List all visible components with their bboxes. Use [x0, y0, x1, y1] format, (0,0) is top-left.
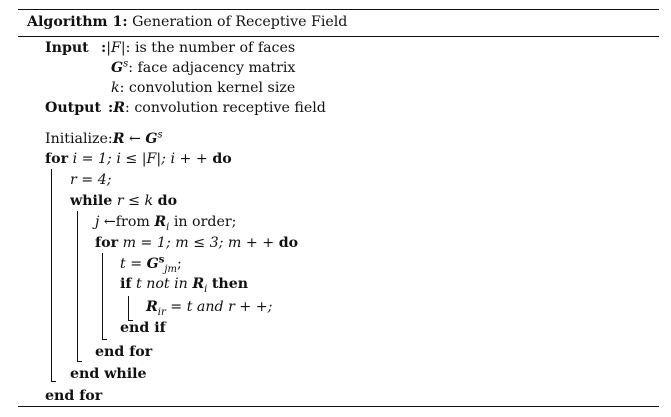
for2-body-tick: [102, 339, 107, 340]
input-line-1: :|F|: is the number of faces: [101, 40, 296, 56]
while-body-bar: [77, 211, 78, 361]
end-if-line: end if: [120, 320, 166, 336]
algorithm-caption: Algorithm 1: Generation of Receptive Fie…: [27, 14, 347, 30]
end-while-line: end while: [70, 366, 147, 382]
output-line: :R: convolution receptive field: [108, 100, 326, 116]
while-body-tick: [77, 361, 82, 362]
end-for-inner-line: end for: [95, 344, 153, 360]
t-assign-line: t = Gsjm;: [120, 254, 182, 275]
faces-symbol: |F|: [106, 40, 126, 56]
r-init-line: r = 4;: [70, 172, 112, 188]
algorithm-label: Algorithm 1:: [27, 14, 128, 30]
for-body-tick: [51, 381, 56, 382]
top-rule: [18, 9, 659, 10]
assign-line: Rir = t and r + +;: [146, 299, 273, 318]
if-body-bar: [128, 296, 129, 320]
bottom-rule: [18, 406, 659, 407]
input-line-2: Gs: face adjacency matrix: [111, 58, 296, 76]
for2-line: for m = 1; m ≤ 3; m + + do: [95, 235, 299, 251]
for-body-bar: [51, 169, 52, 381]
algorithm-title: Generation of Receptive Field: [132, 14, 348, 30]
if-body-tick: [128, 320, 133, 321]
for-line: for i = 1; i ≤ |F|; i + + do: [45, 151, 232, 167]
algorithm-box: Algorithm 1: Generation of Receptive Fie…: [18, 9, 659, 407]
for2-body-bar: [102, 253, 103, 339]
output-label: Output: [45, 100, 102, 116]
j-line: j ←from Ri in order;: [95, 214, 237, 233]
while-line: while r ≤ k do: [70, 193, 178, 209]
input-line-3: k: convolution kernel size: [111, 80, 296, 96]
input-label: Input: [45, 40, 89, 56]
init-line: Initialize:R ← Gs: [45, 129, 163, 147]
end-for-outer-line: end for: [45, 388, 103, 404]
caption-rule: [18, 36, 659, 37]
if-line: if t not in Ri then: [120, 276, 249, 295]
